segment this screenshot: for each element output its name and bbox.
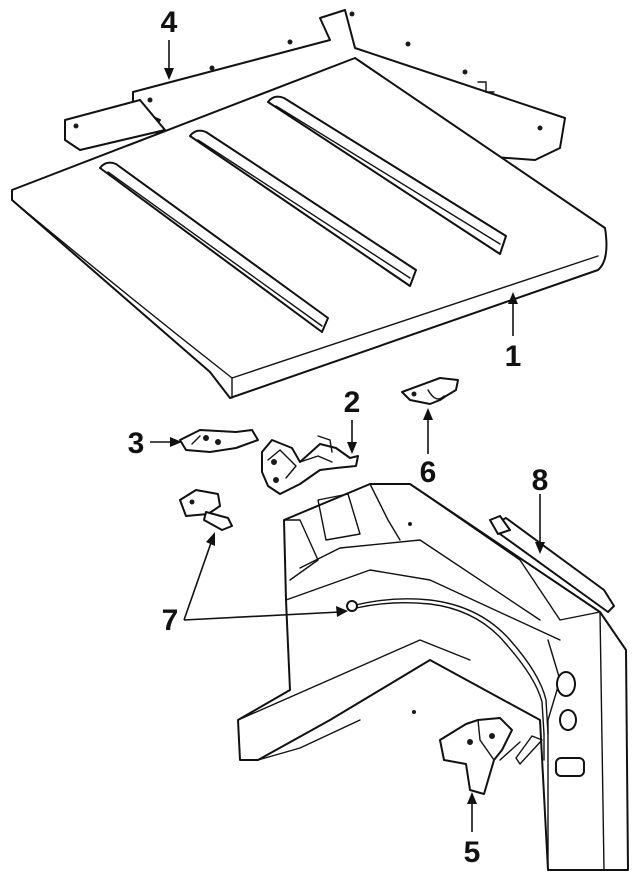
callout-7: 7 (162, 604, 179, 637)
callout-8: 8 (532, 464, 549, 497)
callout-4: 4 (161, 6, 178, 39)
callout-2: 2 (344, 386, 361, 419)
callout-5: 5 (464, 836, 481, 869)
leader-line-3 (150, 437, 182, 447)
leader-line-5 (467, 792, 477, 832)
hood-seal-part-8 (489, 515, 615, 613)
callout-6: 6 (420, 456, 437, 489)
callout-3: 3 (128, 427, 145, 460)
leader-line-8 (535, 494, 545, 554)
hood-release-cable-part-7 (346, 598, 549, 765)
hood-panel-part-1 (11, 57, 608, 399)
leader-line-2 (347, 420, 357, 454)
hood-release-handle-part-7 (179, 489, 233, 531)
hinge-bracket-part-3 (179, 429, 259, 453)
callout-1: 1 (505, 340, 522, 373)
radiator-support (237, 483, 629, 871)
hood-striker-part-6 (401, 377, 459, 405)
leader-line-7 (183, 532, 348, 621)
leader-line-4 (164, 40, 174, 80)
leader-line-6 (423, 408, 433, 454)
hood-latch-part-5 (439, 717, 521, 795)
hood-hinge-part-2 (261, 435, 359, 495)
leader-line-1 (508, 292, 518, 336)
